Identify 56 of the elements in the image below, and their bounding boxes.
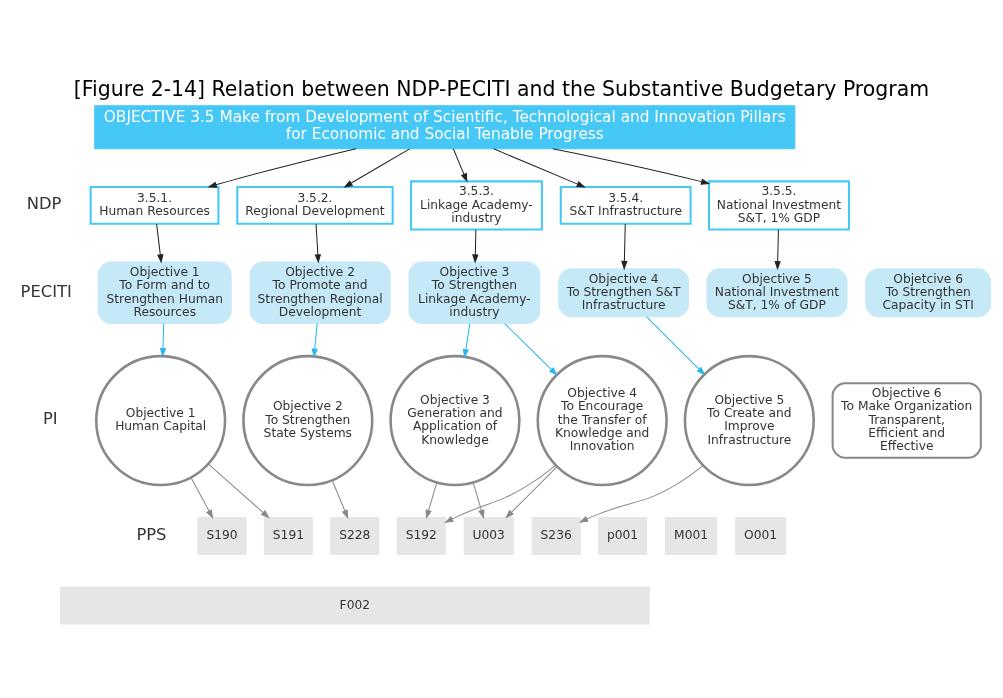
node-circle: Objective 4 To Encourage the Transfer of Knowledge and Innovation (536, 354, 668, 486)
node-box: Objective 2 To Promote and Strengthen Regional Development (249, 261, 391, 324)
node-box: OBJECTIVE 3.5 Make from Development of Scientific, Technological and Innovation Pillars for Economic and Social Tenable Progress (94, 104, 796, 149)
node-box: S192 (396, 516, 446, 555)
arrow (505, 465, 558, 519)
node-box: Objective 5 National Investment S&T, 1% of GDP (706, 267, 848, 317)
node-box: Objective 4 To Strengthen S&T Infrastructure (558, 267, 690, 317)
arrow (314, 223, 322, 264)
node-box: Objective 6 To Make Organization Transparent, Efficient and Effective (831, 381, 982, 459)
node-box: S236 (531, 516, 581, 555)
arrow (425, 481, 438, 519)
arrow (774, 228, 781, 270)
node-box: Objetcive 6 To Strengthen Capacity in STI (865, 267, 992, 317)
arrow (190, 476, 214, 519)
arrow (343, 147, 411, 188)
node-box: p001 (598, 516, 648, 555)
label: PI (42, 408, 58, 428)
arrow (462, 322, 471, 358)
label: PECITI (20, 281, 72, 301)
arrow (207, 147, 357, 188)
arrow (493, 147, 586, 188)
arrow (208, 463, 270, 518)
node-box: 3.5.1. Human Resources (89, 185, 220, 225)
node-box: 3.5.3. Linkage Academy-industry (410, 179, 543, 230)
arrow (472, 481, 485, 519)
label: NDP (26, 193, 62, 213)
node-box: F002 (60, 586, 650, 624)
node-box: 3.5.5. National Investment S&T, 1% GDP (707, 179, 850, 230)
node-box: Objective 1 To Form and to Strengthen Human Resources (97, 261, 232, 324)
arrow (646, 315, 706, 376)
node-box: 3.5.4. S&T Infrastructure (559, 185, 692, 225)
arrow (452, 148, 468, 183)
node-circle: Objective 2 To Strengthen State Systems (242, 354, 374, 486)
arrow (578, 464, 704, 523)
node-box: S228 (330, 516, 380, 555)
arrow (621, 223, 628, 270)
label: PPS (136, 524, 167, 544)
arrow (331, 479, 349, 519)
arrow (472, 228, 479, 264)
node-circle: Objective 5 To Create and Improve Infrastructure (683, 354, 815, 486)
arrow (156, 223, 164, 264)
node-box: Objective 3 To Strengthen Linkage Academy-industry (408, 261, 541, 324)
arrow (311, 322, 318, 358)
node-box: M001 (665, 516, 718, 555)
node-circle: Objective 3 Generation and Application of Knowledge (389, 354, 521, 486)
node-box: S190 (197, 516, 247, 555)
diagram-title: [Figure 2-14] Relation between NDP-PECITI and the Substantive Budgetary Program (73, 76, 930, 101)
node-circle: Objective 1 Human Capital (95, 354, 227, 486)
node-box: 3.5.2. Regional Development (236, 185, 394, 225)
arrow (159, 322, 167, 357)
node-box: O001 (735, 516, 787, 555)
arrow (444, 464, 556, 523)
node-box: S191 (263, 516, 313, 555)
arrow (552, 147, 711, 185)
node-box: U003 (463, 516, 514, 555)
arrow (504, 322, 558, 376)
